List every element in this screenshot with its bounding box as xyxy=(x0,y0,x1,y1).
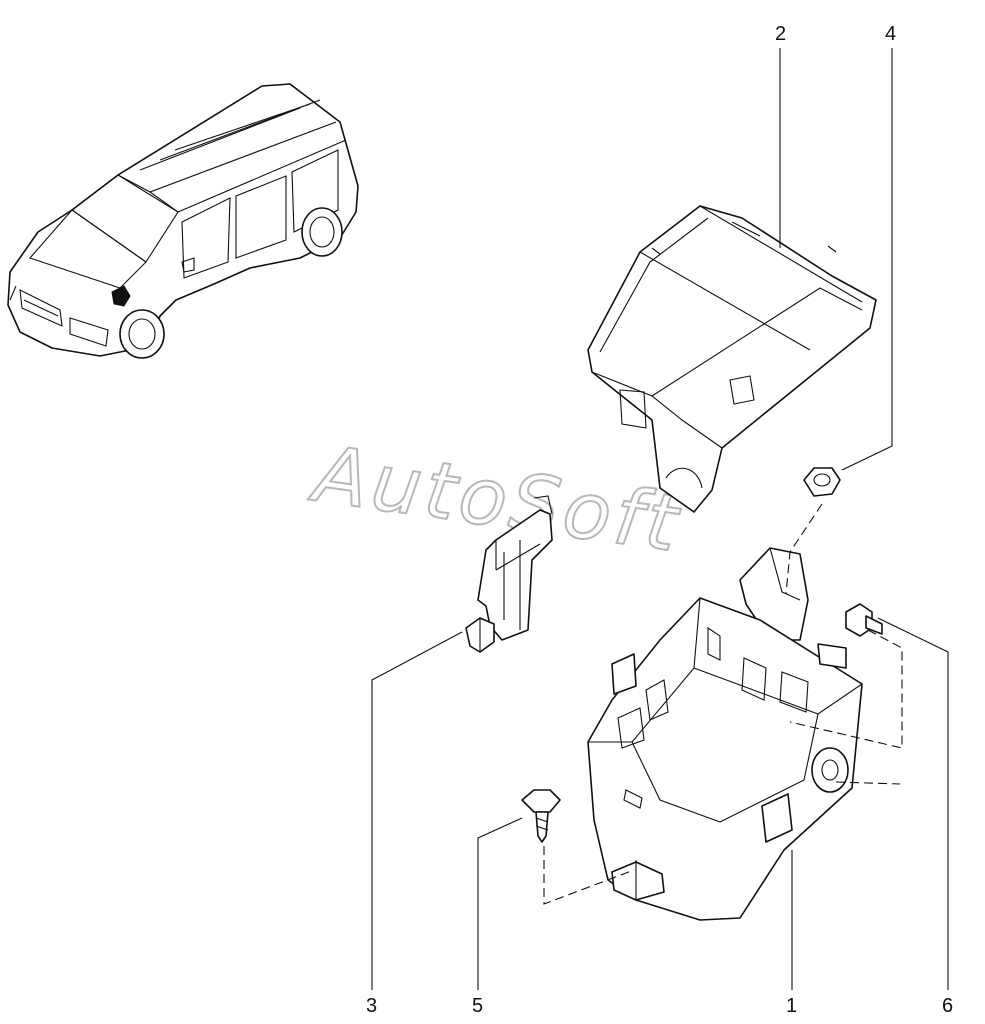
fuse-box-cover xyxy=(587,205,877,513)
callout-2: 2 xyxy=(775,23,786,45)
assembly-lines xyxy=(543,503,903,905)
vehicle-illustration xyxy=(7,83,359,359)
callout-3: 3 xyxy=(366,995,377,1017)
location-marker-icon xyxy=(111,285,131,307)
bolt xyxy=(845,603,883,637)
nut xyxy=(803,467,841,497)
bracket xyxy=(465,495,553,653)
callout-4: 4 xyxy=(885,23,896,45)
fuse-box-housing xyxy=(587,547,863,921)
callout-5: 5 xyxy=(472,995,483,1017)
leader-lines xyxy=(371,48,949,990)
callout-6: 6 xyxy=(942,995,953,1017)
screw xyxy=(521,789,561,843)
callout-1: 1 xyxy=(786,995,797,1017)
